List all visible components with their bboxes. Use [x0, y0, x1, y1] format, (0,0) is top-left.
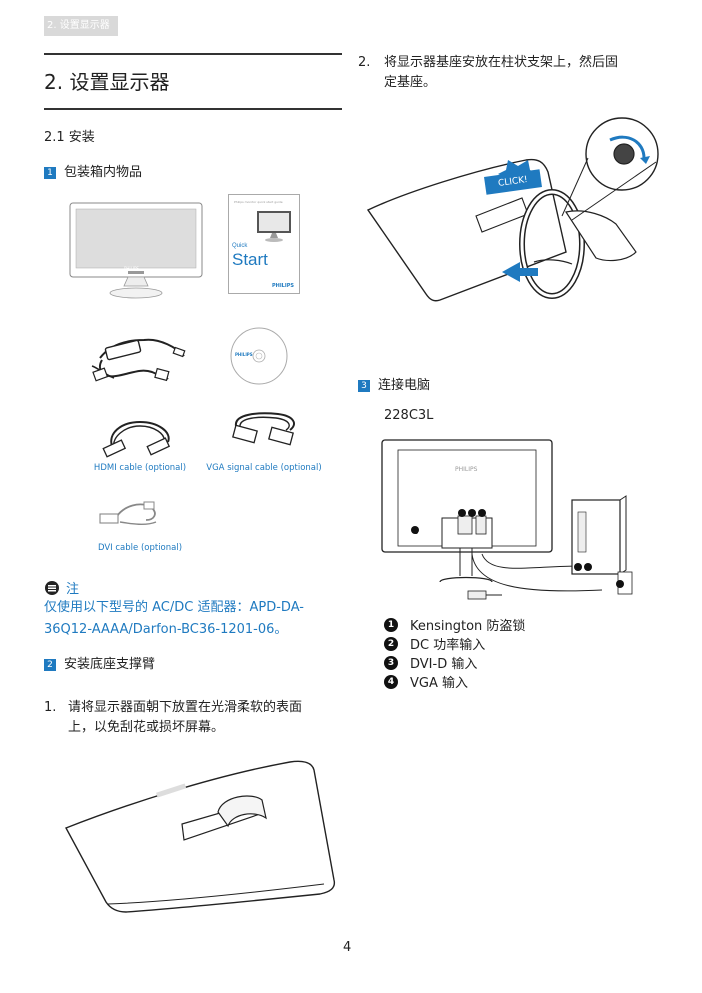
monitor-face-down-illustration: [65, 760, 336, 913]
quick-start-booklet: Philips monitor quick start guide Quick …: [228, 194, 300, 294]
item2-number: 2: [44, 658, 56, 671]
legend-label-2: DC 功率输入: [410, 638, 486, 653]
item1-label: 包装箱内物品: [64, 165, 143, 180]
title-rule-bottom: [44, 108, 342, 110]
legend-num-4: 4: [384, 674, 398, 689]
legend-label-1: Kensington 防盗锁: [410, 619, 526, 634]
step1-line1: 请将显示器面朝下放置在光滑柔软的表面: [68, 700, 303, 715]
quick-label: Quick: [232, 243, 248, 249]
base-attach-illustration: [366, 117, 659, 302]
monitor-front-illustration: [69, 202, 203, 299]
legend-num-1: 1: [384, 617, 398, 632]
step2-line1: 将显示器基座安放在柱状支架上，然后固: [384, 55, 619, 70]
page-number: 4: [343, 940, 352, 955]
item2-heading: 2 安装底座支撑臂: [44, 653, 155, 672]
step2-line2: 定基座。: [384, 75, 437, 90]
note-label: 注: [66, 582, 80, 597]
hdmi-caption: HDMI cable (optional): [93, 463, 187, 473]
note-text-line1: 仅使用以下型号的 AC/DC 适配器：APD-DA-: [44, 600, 304, 615]
legend-label-4: VGA 输入: [410, 676, 468, 691]
model-label: 228C3L: [384, 408, 434, 423]
power-adapter-illustration: [91, 338, 186, 382]
connection-diagram: [381, 439, 633, 600]
monitor-front-brand: PHILIPS: [124, 266, 139, 271]
vga-cable-illustration: [232, 412, 295, 446]
item3-heading: 3 连接电脑: [358, 374, 430, 393]
start-label: Start: [232, 250, 268, 269]
legend-num-2: 2: [384, 636, 398, 651]
note-icon: [45, 580, 59, 595]
legend-row-3: 3 DVI-D 输入: [384, 653, 525, 672]
dvi-cable-illustration: [99, 501, 157, 525]
hdmi-cable-illustration: [102, 420, 171, 458]
step1-line2: 上，以免刮花或损坏屏幕。: [68, 720, 225, 735]
cd-rom-illustration: [230, 327, 288, 385]
legend-label-3: DVI-D 输入: [410, 657, 478, 672]
quick-start-header-text: Philips monitor quick start guide: [234, 200, 283, 204]
step2-text: 将显示器基座安放在柱状支架上，然后固 定基座。: [384, 53, 674, 93]
vga-caption: VGA signal cable (optional): [206, 463, 322, 473]
page-title: 2. 设置显示器: [44, 70, 170, 94]
cd-brand: PHILIPS: [235, 352, 253, 357]
item1-number: 1: [44, 166, 56, 179]
step1-number: 1.: [44, 700, 57, 715]
note-heading: 注: [44, 578, 79, 597]
booklet-monitor-image: [257, 211, 291, 242]
legend-row-2: 2 DC 功率输入: [384, 634, 525, 653]
item1-heading: 1 包装箱内物品: [44, 161, 142, 180]
legend-num-3: 3: [384, 655, 398, 670]
title-rule-top: [44, 53, 342, 55]
item2-label: 安装底座支撑臂: [64, 657, 156, 672]
note-text-line2: 36Q12-AAAA/Darfon-BC36-1201-06。: [44, 622, 288, 637]
item3-label: 连接电脑: [378, 378, 431, 393]
step1-text: 请将显示器面朝下放置在光滑柔软的表面 上，以免刮花或损坏屏幕。: [68, 698, 344, 738]
booklet-brand: PHILIPS: [271, 283, 294, 289]
step2-number: 2.: [358, 55, 371, 70]
rear-monitor-brand: PHILIPS: [455, 466, 478, 473]
note-text: 仅使用以下型号的 AC/DC 适配器：APD-DA- 36Q12-AAAA/Da…: [44, 597, 344, 641]
port-legend: 1 Kensington 防盗锁 2 DC 功率输入 3 DVI-D 输入 4 VGA …: [384, 615, 525, 691]
dvi-caption: DVI cable (optional): [97, 543, 183, 553]
item3-number: 3: [358, 379, 370, 392]
section-install-heading: 2.1 安装: [44, 130, 95, 145]
header-tag: 2. 设置显示器: [44, 16, 118, 36]
legend-row-1: 1 Kensington 防盗锁: [384, 615, 525, 634]
legend-row-4: 4 VGA 输入: [384, 672, 525, 691]
